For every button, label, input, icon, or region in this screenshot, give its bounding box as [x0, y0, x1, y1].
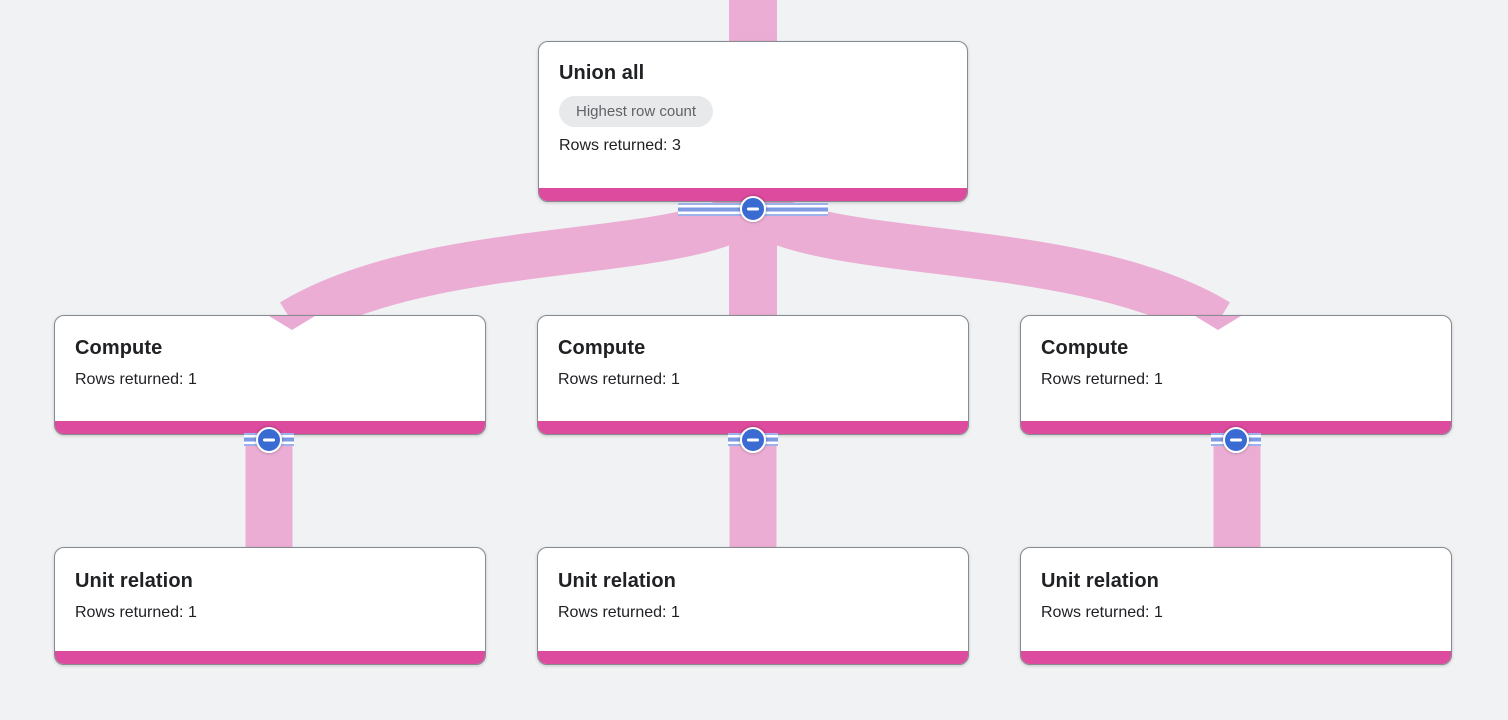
node-unit-relation-1[interactable]: Unit relation Rows returned: 1 [54, 547, 486, 665]
node-title: Unit relation [1041, 570, 1159, 592]
node-union-all[interactable]: Union all Highest row count Rows returne… [538, 41, 968, 202]
node-title: Unit relation [558, 570, 676, 592]
highest-row-count-badge: Highest row count [559, 96, 714, 127]
rows-returned-text: Rows returned: 1 [1041, 604, 1163, 621]
rows-returned-text: Rows returned: 1 [1041, 371, 1163, 388]
stage-color-bar [55, 651, 485, 664]
edge-compute-3-to-unit-relation-3 [1213, 444, 1261, 552]
node-title: Compute [1041, 337, 1129, 359]
minus-icon [747, 438, 759, 442]
stage-color-bar [538, 651, 968, 664]
collapse-button-compute-1[interactable] [256, 427, 282, 453]
edge-union-all-to-compute-1 [280, 188, 767, 342]
minus-icon [1230, 438, 1242, 442]
node-title: Compute [558, 337, 646, 359]
node-title: Union all [559, 62, 645, 84]
rows-returned-text: Rows returned: 1 [75, 371, 197, 388]
node-title: Unit relation [75, 570, 193, 592]
stage-color-bar [1021, 651, 1451, 664]
minus-icon [263, 438, 275, 442]
node-unit-relation-2[interactable]: Unit relation Rows returned: 1 [537, 547, 969, 665]
minus-icon [747, 207, 759, 211]
edge-arrowhead [269, 316, 315, 330]
edge-union-all-to-compute-3 [739, 188, 1230, 342]
edge-arrowhead [1195, 316, 1241, 330]
node-compute-1[interactable]: Compute Rows returned: 1 [54, 315, 486, 435]
node-title: Compute [75, 337, 163, 359]
rows-returned-text: Rows returned: 3 [559, 137, 681, 154]
rows-returned-text: Rows returned: 1 [558, 604, 680, 621]
collapse-button-compute-2[interactable] [740, 427, 766, 453]
node-unit-relation-3[interactable]: Unit relation Rows returned: 1 [1020, 547, 1452, 665]
collapse-button-union-all[interactable] [740, 196, 766, 222]
rows-returned-text: Rows returned: 1 [558, 371, 680, 388]
rows-returned-text: Rows returned: 1 [75, 604, 197, 621]
edge-compute-2-to-unit-relation-2 [729, 444, 777, 552]
node-compute-3[interactable]: Compute Rows returned: 1 [1020, 315, 1452, 435]
edge-compute-1-to-unit-relation-1 [245, 444, 293, 552]
stage-color-bar [539, 188, 967, 201]
node-compute-2[interactable]: Compute Rows returned: 1 [537, 315, 969, 435]
collapse-button-compute-3[interactable] [1223, 427, 1249, 453]
edge-parent-to-union-all [729, 0, 777, 45]
